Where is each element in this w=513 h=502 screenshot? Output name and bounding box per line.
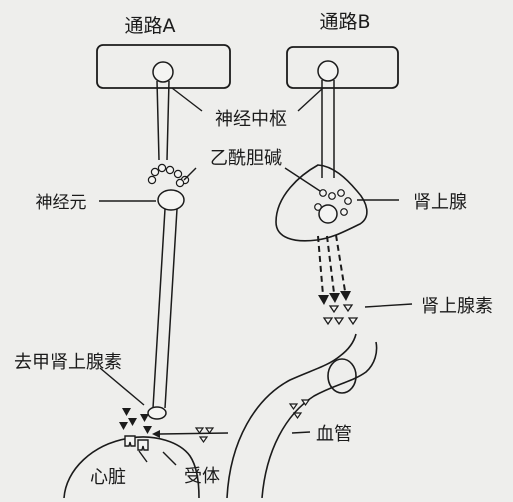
neuron-b	[317, 60, 339, 178]
secretion-arrowheads	[318, 291, 351, 305]
label-acetylcholine: 乙酰胆碱	[210, 148, 282, 169]
synapse-vesicles-b	[314, 189, 352, 216]
pathway-a-title: 通路A	[125, 15, 176, 37]
label-neuron: 神经元	[36, 193, 87, 213]
neural-center-box-a	[96, 44, 231, 89]
heart-outline	[63, 436, 200, 499]
synapse-vesicles-a	[147, 163, 190, 188]
vessel-molecules	[288, 399, 311, 420]
label-receptor: 受体	[184, 466, 220, 487]
adrenaline-molecules	[322, 304, 359, 326]
neuron-a-lower	[147, 189, 185, 420]
leader-lines	[99, 87, 413, 466]
adrenaline-at-heart	[194, 427, 215, 444]
adrenal-secretory-cell	[318, 204, 338, 224]
label-noradrenaline: 去甲肾上腺素	[14, 352, 122, 373]
neuron-a-upper	[152, 61, 174, 161]
vessel-to-heart-arrowhead	[152, 430, 160, 438]
noradrenaline-molecules	[119, 408, 152, 434]
label-adrenaline: 肾上腺素	[421, 296, 493, 317]
label-adrenal-gland: 肾上腺	[413, 192, 467, 213]
pathway-b-title: 通路B	[319, 11, 370, 33]
label-neural-center: 神经中枢	[215, 109, 287, 130]
secretion-dashed-arrows	[317, 234, 346, 296]
neural-center-box-b	[286, 46, 399, 89]
receptor-shapes	[124, 435, 149, 451]
adrenal-gland-shape	[275, 164, 368, 242]
blood-vessel	[226, 333, 378, 499]
label-blood-vessel: 血管	[316, 424, 352, 445]
label-heart: 心脏	[90, 467, 126, 488]
vessel-to-heart-arrow	[159, 432, 229, 435]
